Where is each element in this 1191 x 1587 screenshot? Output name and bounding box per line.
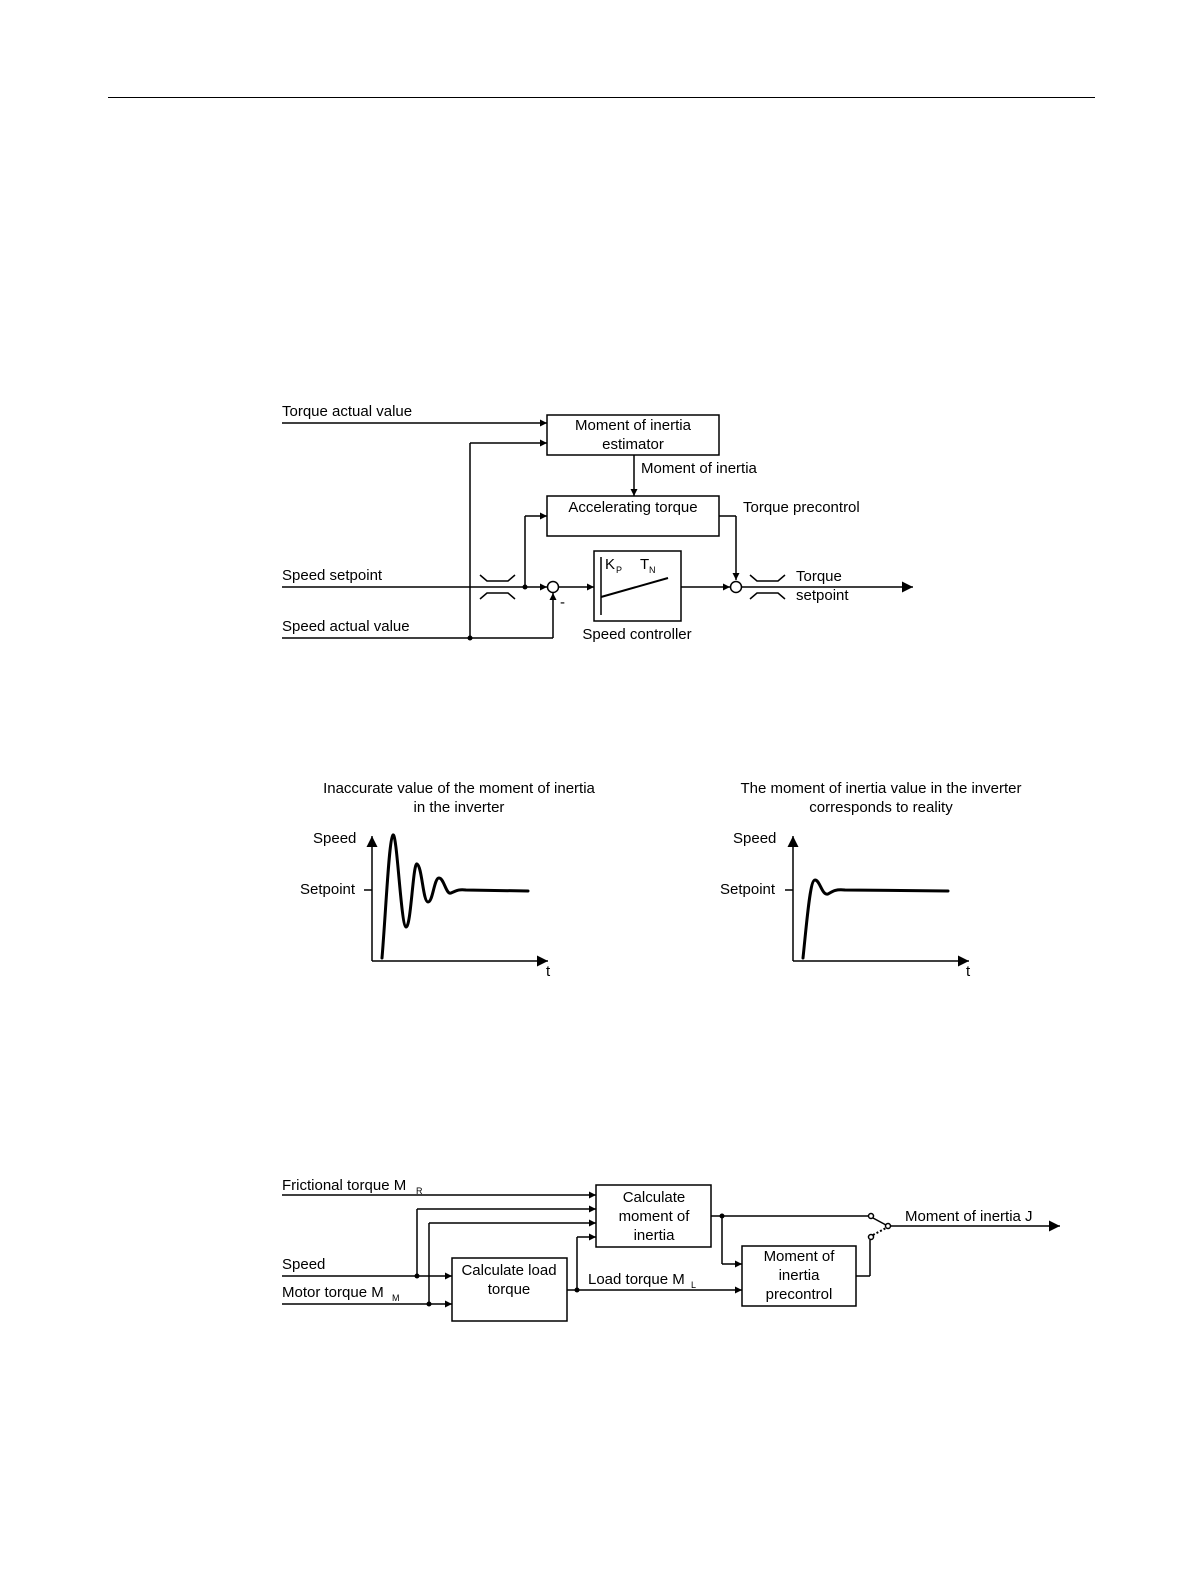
moment-of-inertia-estimator-block (546, 414, 720, 456)
graph-left-title-1: Inaccurate value of the moment of inerti… (323, 780, 595, 797)
controller-kp-subscript: P (616, 565, 622, 575)
label-moment-of-inertia-j: Moment of inertia J (905, 1208, 1033, 1225)
label-motor-torque-subscript: M (392, 1293, 400, 1303)
graph-left-title-2: in the inverter (414, 799, 505, 816)
label-torque: Torque (796, 568, 842, 585)
label-speed: Speed (282, 1256, 325, 1273)
calculate-load-torque-block (451, 1257, 568, 1322)
filter-symbol-torque (749, 574, 786, 600)
calc-moi-label-3: inertia (634, 1227, 676, 1244)
calculate-moment-of-inertia-block (595, 1184, 712, 1248)
calc-moi-label-1: Calculate (623, 1189, 686, 1206)
label-setpoint: setpoint (796, 587, 849, 604)
controller-pi-characteristic (600, 577, 669, 598)
graph-right-y-label: Speed (733, 830, 776, 847)
speed-controller-label: Speed controller (582, 626, 691, 643)
precontrol-label-2: inertia (779, 1267, 821, 1284)
graph-right-setpoint-label: Setpoint (720, 881, 776, 898)
inertia-estimator-diagram: Frictional torque M R Speed Motor torque… (282, 1177, 1060, 1322)
header-rule (108, 97, 1095, 98)
calc-load-label-2: torque (488, 1281, 531, 1298)
accelerating-torque-label: Accelerating torque (568, 499, 697, 516)
label-frictional-torque: Frictional torque M (282, 1177, 406, 1194)
summing-junction-torque (729, 580, 743, 594)
calc-load-label-1: Calculate load (461, 1262, 556, 1279)
graph-inaccurate-inertia: Inaccurate value of the moment of inerti… (300, 780, 596, 980)
precontrol-label-1: Moment of (764, 1248, 836, 1265)
graph-left-setpoint-label: Setpoint (300, 881, 356, 898)
label-load-torque-subscript: L (691, 1280, 696, 1290)
estimator-label-1: Moment of inertia (575, 417, 692, 434)
controller-tn: T (640, 556, 649, 573)
label-torque-precontrol: Torque precontrol (743, 499, 860, 516)
precontrol-label-3: precontrol (766, 1286, 833, 1303)
graph-left-response-curve (380, 833, 530, 960)
filter-symbol-setpoint (479, 574, 516, 600)
graph-right-response-curve (801, 878, 950, 960)
graph-left-x-label: t (546, 963, 551, 980)
summing-junction-speed (546, 580, 560, 594)
controller-tn-subscript: N (649, 565, 656, 575)
graph-right-x-label: t (966, 963, 971, 980)
estimator-label-2: estimator (602, 436, 664, 453)
accelerating-torque-block (546, 495, 720, 537)
speed-controller-block (593, 550, 682, 622)
calc-moi-label-2: moment of (619, 1208, 691, 1225)
label-moment-of-inertia: Moment of inertia (641, 460, 758, 477)
label-speed-setpoint: Speed setpoint (282, 567, 383, 584)
graph-right-title-1: The moment of inertia value in the inver… (741, 780, 1022, 797)
controller-kp: K (605, 556, 615, 573)
label-load-torque: Load torque M (588, 1271, 685, 1288)
speed-control-diagram: Torque actual value Speed setpoint Speed… (282, 403, 913, 643)
label-speed-actual-value: Speed actual value (282, 618, 410, 635)
label-frictional-torque-subscript: R (416, 1186, 423, 1196)
graph-accurate-inertia: The moment of inertia value in the inver… (720, 780, 1021, 980)
graph-left-y-label: Speed (313, 830, 356, 847)
label-motor-torque: Motor torque M (282, 1284, 384, 1301)
selector-switch (867, 1212, 892, 1241)
label-torque-actual-value: Torque actual value (282, 403, 412, 420)
minus-sign: - (560, 594, 565, 611)
graph-right-title-2: corresponds to reality (809, 799, 953, 816)
